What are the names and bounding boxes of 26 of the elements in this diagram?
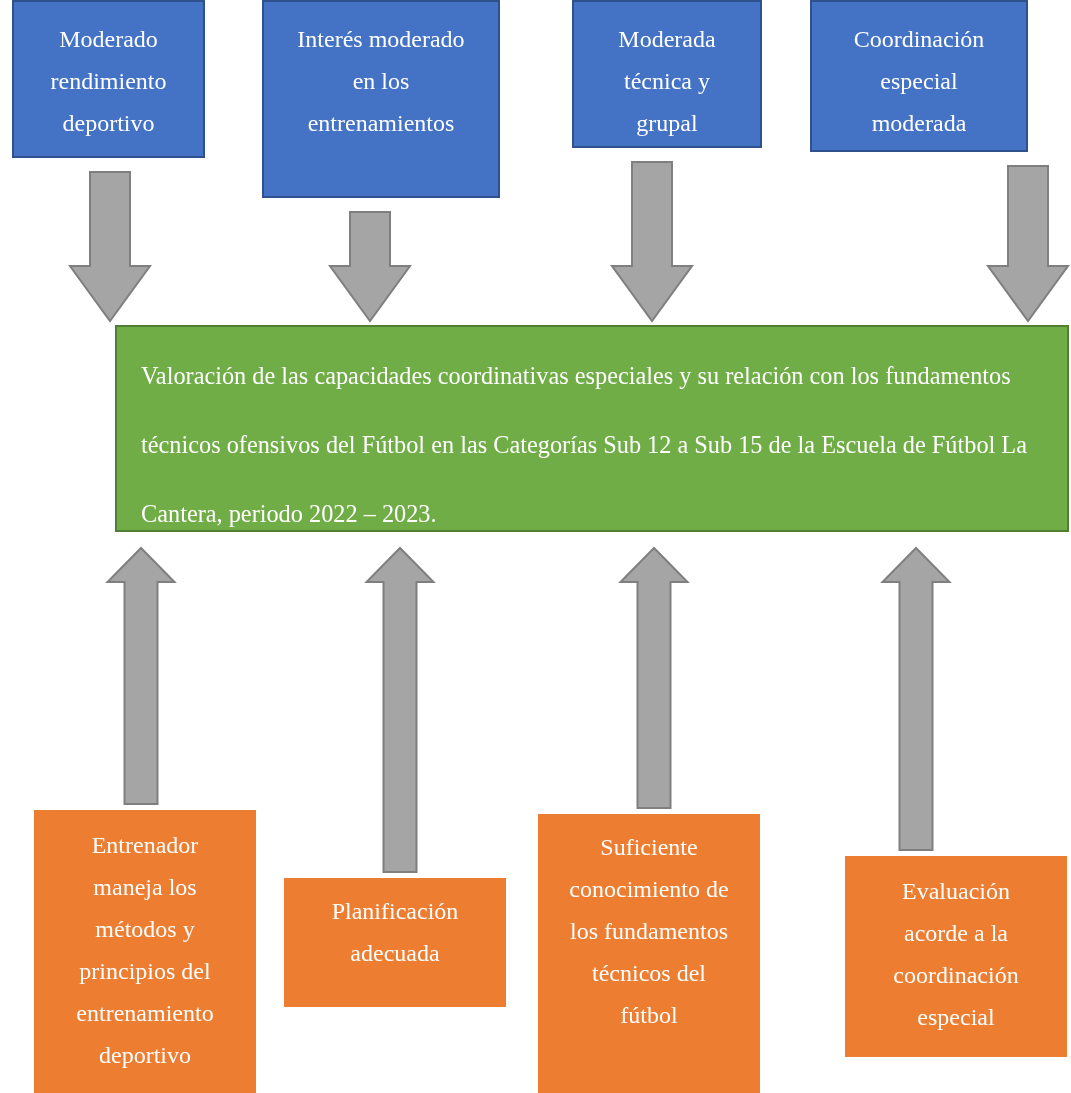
box-text: Suficiente conocimiento de los fundamentos técnicos del fútbol xyxy=(568,833,730,1030)
problem-box xyxy=(115,325,1069,532)
box-text: Planificación adecuada xyxy=(330,897,460,968)
cause-box xyxy=(810,0,1028,152)
solution-box xyxy=(34,810,256,1093)
box-text: Evaluación acorde a la coordinación especial xyxy=(892,877,1020,1032)
box-text: Interés moderado en los entrenamientos xyxy=(296,25,466,138)
cause-box xyxy=(12,0,205,158)
block-arrow xyxy=(880,546,952,851)
box-text: Entrenador maneja los métodos y principios del entrenamiento deportivo xyxy=(75,831,215,1070)
cause-box xyxy=(572,0,762,148)
box-text: Moderada técnica y grupal xyxy=(617,25,717,138)
solution-box xyxy=(284,878,506,1007)
box-text: Coordinación especial moderada xyxy=(852,25,986,138)
block-arrow xyxy=(364,546,436,873)
cause-box xyxy=(262,0,500,198)
block-arrow xyxy=(328,211,412,323)
block-arrow xyxy=(105,546,177,805)
block-arrow xyxy=(68,171,152,323)
box-text: Valoración de las capacidades coordinativas especiales y su relación con los fundamentos técnicos ofensivos del Fútbol en las Categorías Sub 12 a Sub 15 de la Escuela de Fútbol La Cantera, periodo 2022 – 2023. xyxy=(141,361,1028,529)
box-text: Moderado rendimiento deportivo xyxy=(49,25,168,138)
block-arrow xyxy=(610,161,694,323)
solution-box xyxy=(538,814,760,1093)
block-arrow xyxy=(618,546,690,809)
block-arrow xyxy=(986,165,1070,323)
solution-box xyxy=(845,856,1067,1057)
